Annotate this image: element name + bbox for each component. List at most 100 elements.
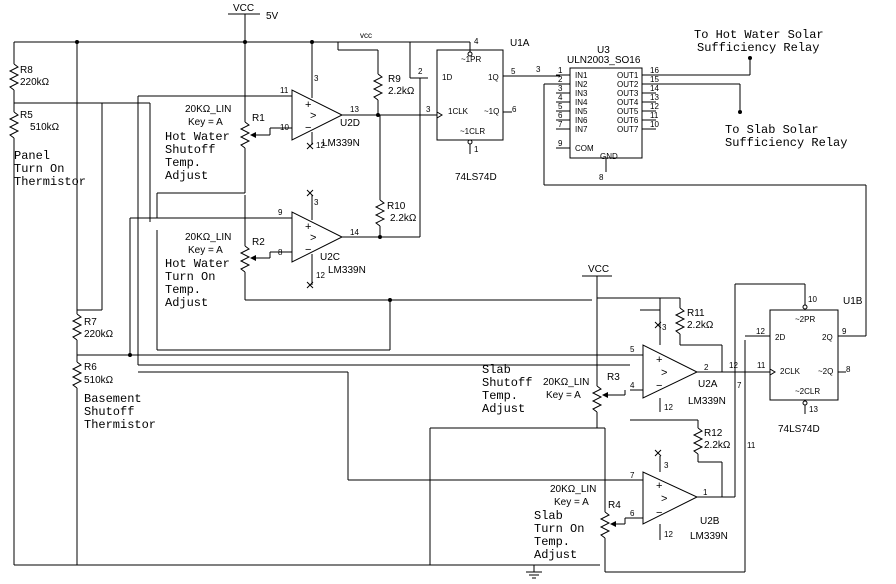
- svg-text:OUT7: OUT7: [617, 125, 639, 134]
- svg-text:10: 10: [808, 295, 817, 304]
- svg-text:11: 11: [280, 86, 289, 95]
- u1b-pin-qn: ~2Q: [818, 367, 833, 376]
- svg-text:IN6: IN6: [575, 116, 588, 125]
- svg-text:3: 3: [536, 65, 541, 74]
- r1-name: R1: [252, 113, 265, 124]
- vcc-label-mid: VCC: [588, 264, 609, 275]
- vcc-label-top: VCC: [233, 3, 254, 14]
- r1-value: 20KΩ_LIN: [185, 104, 231, 115]
- svg-text:14: 14: [650, 84, 659, 93]
- panel-line-2: Turn On: [14, 162, 64, 176]
- vcc-label-small: vcc: [360, 31, 372, 40]
- svg-text:IN3: IN3: [575, 89, 588, 98]
- svg-text:2: 2: [704, 363, 709, 372]
- r4-name: R4: [608, 500, 621, 511]
- hw-shutoff-line-2: Shutoff: [165, 143, 215, 157]
- pot-r3: [591, 385, 603, 413]
- svg-text:12: 12: [650, 102, 659, 111]
- svg-text:COM: COM: [575, 144, 594, 153]
- svg-text:3: 3: [314, 74, 319, 83]
- u3-gnd: GND: [600, 152, 618, 161]
- r5-name: R5: [20, 110, 33, 121]
- svg-text:−: −: [656, 507, 662, 519]
- r3-name: R3: [607, 372, 620, 383]
- svg-text:−: −: [305, 122, 311, 134]
- pot-r2: [239, 245, 251, 273]
- svg-text:OUT3: OUT3: [617, 89, 639, 98]
- u2b-name: U2B: [700, 516, 720, 527]
- hw-shutoff-line-1: Hot Water: [165, 130, 230, 144]
- u1a-pin-clr: ~1CLR: [460, 127, 485, 136]
- resistor-r6: [71, 361, 83, 389]
- u1a-pin-d: 1D: [442, 73, 452, 82]
- u1a-pin-qn: ~1Q: [484, 107, 499, 116]
- flipflop-u1b: [769, 309, 839, 401]
- svg-text:12: 12: [664, 530, 673, 539]
- resistor-r8: [8, 63, 20, 91]
- u1b-name: U1B: [843, 296, 863, 307]
- svg-text:>: >: [661, 493, 667, 505]
- svg-text:OUT6: OUT6: [617, 116, 639, 125]
- svg-text:−: −: [656, 380, 662, 392]
- r11-value: 2.2kΩ: [687, 320, 714, 331]
- r12-name: R12: [704, 428, 723, 439]
- svg-text:IN4: IN4: [575, 98, 588, 107]
- panel-line-1: Panel: [14, 149, 50, 163]
- svg-text:8: 8: [599, 173, 604, 182]
- resistor-r9: [372, 73, 384, 101]
- resistor-r7: [71, 313, 83, 341]
- u1b-pin-q: 2Q: [822, 333, 833, 342]
- hw-turnon-line-1: Hot Water: [165, 257, 230, 271]
- r2-key: Key = A: [188, 245, 223, 256]
- svg-text:12: 12: [756, 327, 765, 336]
- r7-value: 220kΩ: [84, 329, 114, 340]
- u1a-pin-clk: 1CLK: [448, 107, 469, 116]
- svg-text:9: 9: [278, 208, 283, 217]
- slab-turnon-line-1: Slab: [534, 509, 563, 523]
- svg-text:7: 7: [737, 381, 742, 390]
- u2c-name: U2C: [320, 252, 340, 263]
- r6-value: 510kΩ: [84, 375, 114, 386]
- svg-text:OUT1: OUT1: [617, 71, 639, 80]
- svg-text:13: 13: [350, 105, 359, 114]
- svg-text:+: +: [305, 221, 311, 233]
- svg-text:12: 12: [316, 141, 325, 150]
- svg-text:14: 14: [350, 228, 359, 237]
- svg-text:1: 1: [558, 66, 563, 75]
- slab-shutoff-line-2: Shutoff: [482, 376, 532, 390]
- r2-value: 20KΩ_LIN: [185, 232, 231, 243]
- comparator-u2b: [642, 471, 699, 525]
- svg-text:16: 16: [650, 66, 659, 75]
- svg-text:IN5: IN5: [575, 107, 588, 116]
- svg-text:11: 11: [650, 111, 659, 120]
- pot-r1: [239, 121, 251, 149]
- resistor-r5: [8, 111, 20, 139]
- svg-text:9: 9: [558, 139, 563, 148]
- comparator-u2c: [291, 211, 344, 263]
- slab-shutoff-line-1: Slab: [482, 363, 511, 377]
- u1b-pin-pr: ~2PR: [795, 315, 815, 324]
- svg-text:+: +: [305, 99, 311, 111]
- svg-text:13: 13: [809, 405, 818, 414]
- svg-text:10: 10: [650, 120, 659, 129]
- svg-text:8: 8: [846, 365, 851, 374]
- u2c-part: LM339N: [328, 265, 366, 276]
- hw-relay-line-1: To Hot Water Solar: [694, 28, 824, 42]
- u2a-part: LM339N: [688, 396, 726, 407]
- slab-relay-line-2: Sufficiency Relay: [725, 136, 847, 150]
- svg-text:4: 4: [474, 37, 479, 46]
- svg-text:OUT4: OUT4: [617, 98, 639, 107]
- svg-text:+: +: [656, 354, 662, 366]
- svg-text:12: 12: [664, 403, 673, 412]
- r4-key: Key = A: [554, 497, 589, 508]
- svg-text:3: 3: [558, 84, 563, 93]
- svg-text:6: 6: [630, 509, 635, 518]
- svg-text:12: 12: [729, 361, 738, 370]
- vcc-supply-top: VCC 5V: [228, 3, 279, 42]
- u2d-name: U2D: [340, 118, 360, 129]
- pot-r4: [599, 511, 611, 539]
- svg-text:1: 1: [703, 488, 708, 497]
- svg-text:IN1: IN1: [575, 71, 588, 80]
- svg-text:OUT5: OUT5: [617, 107, 639, 116]
